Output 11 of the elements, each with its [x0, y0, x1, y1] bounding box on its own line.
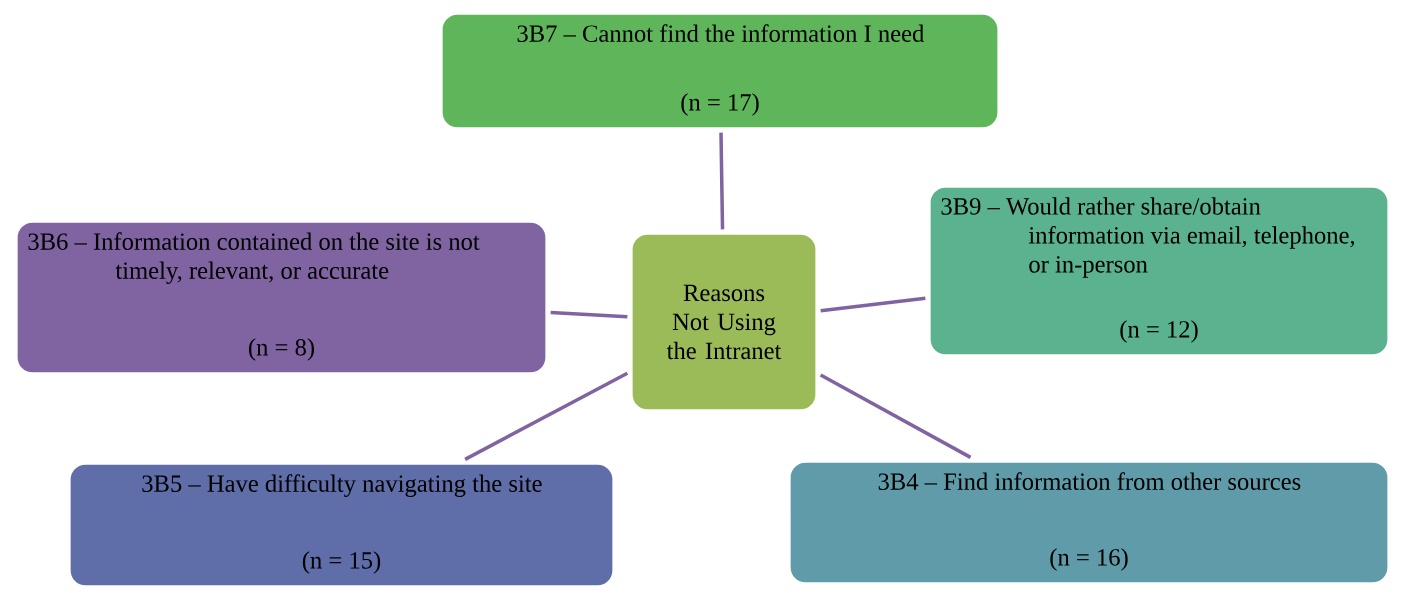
topic-box: 3B6 – Information contained on the site is not timely, relevant, or accurate (n = 8) — [12, 217, 551, 378]
topic-box: Reasons Not Using the Intranet — [627, 229, 821, 415]
connector-line — [464, 371, 629, 461]
topic-box: 3B9 – Would rather share/obtain information via email, telephone, or in-person (n = 12) — [925, 182, 1393, 360]
topic-box: 3B5 – Have difficulty navigating the site (n = 15) — [65, 459, 618, 591]
topic-box: 3B4 – Find information from other sources (n = 16) — [785, 457, 1393, 588]
connector-line — [719, 132, 725, 230]
topic-box: 3B7 – Cannot find the information I need (n = 17) — [437, 9, 1003, 133]
connector-line — [550, 310, 628, 319]
connector-line — [819, 373, 972, 459]
connector-line — [820, 296, 926, 313]
